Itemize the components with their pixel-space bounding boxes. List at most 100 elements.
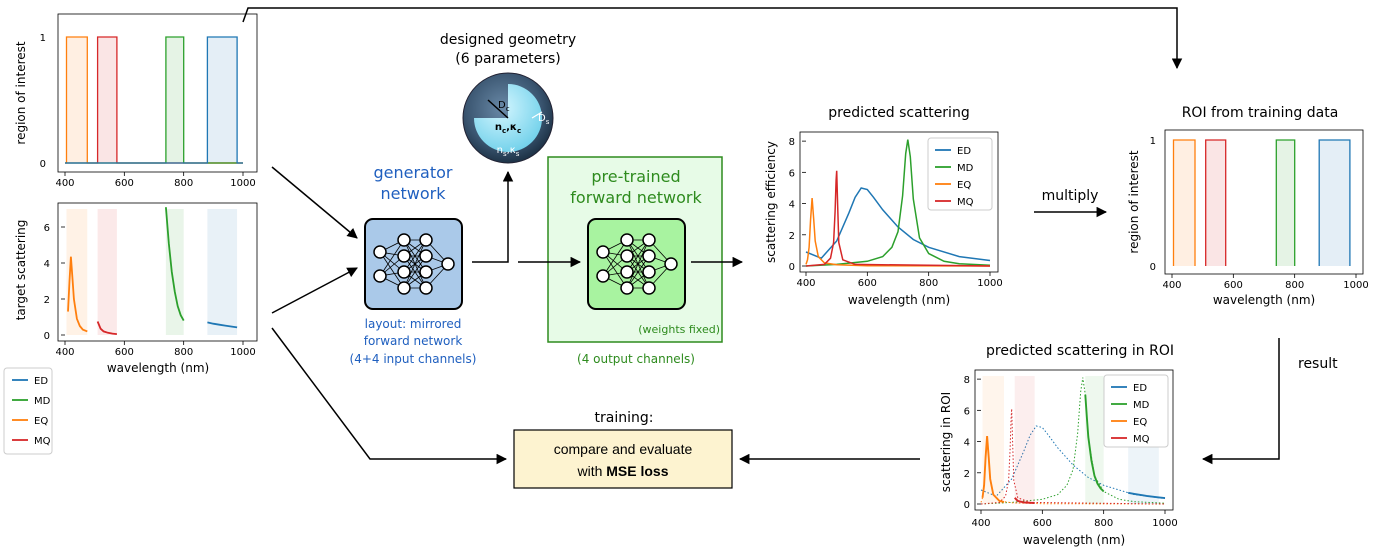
nn-node <box>642 249 656 263</box>
ytick-label: 4 <box>44 259 50 270</box>
series-ed-line <box>207 321 238 329</box>
roi-input-ytick-1: 1 <box>40 33 46 44</box>
roi-train-axes <box>1164 129 1364 275</box>
series-md-line <box>1084 394 1105 493</box>
predicted-xlabel: wavelength (nm) <box>848 293 950 307</box>
legend-label-eq: EQ <box>34 416 48 427</box>
legend-left: ED MD EQ MQ <box>3 367 53 455</box>
generator-box <box>364 218 463 310</box>
roi-pred-ylabel: scattering in ROI <box>939 392 953 492</box>
series-mq-line <box>980 408 1166 505</box>
xtick-label: 1000 <box>1343 280 1368 291</box>
generator-caption-line2: forward network <box>364 334 463 348</box>
roi-pred-band-mq <box>1014 376 1035 504</box>
series-eq-line <box>981 436 1005 504</box>
target-axes <box>57 202 258 342</box>
arrows <box>242 7 1280 465</box>
generator-network: generator network layout: mirrored forwa… <box>350 163 477 366</box>
roi-pred-title: predicted scattering in ROI <box>986 343 1174 359</box>
ytick-label: 2 <box>964 469 970 480</box>
roi-train-ylabel: region of interest <box>1127 150 1141 253</box>
training-box-line2: with MSE loss <box>576 463 668 479</box>
ytick-label: 0 <box>44 331 50 342</box>
ytick-label: 8 <box>964 375 970 386</box>
xtick-label: 600 <box>115 178 134 189</box>
nn-node <box>373 269 387 283</box>
ytick-label: 6 <box>44 223 50 234</box>
xtick-label: 1000 <box>1152 518 1177 529</box>
legend-label-eq: EQ <box>957 180 971 191</box>
xtick-label: 800 <box>919 278 938 289</box>
roi-pred-band-md <box>1085 376 1104 504</box>
xtick-label: 400 <box>55 347 74 358</box>
xtick-label: 400 <box>55 178 74 189</box>
generator-caption-line3: (4+4 input channels) <box>350 352 477 366</box>
series-mq-line <box>96 321 118 335</box>
series-mq-line <box>1014 497 1035 505</box>
generator-caption-line1: layout: mirrored <box>365 317 462 331</box>
roi-fill-md <box>1276 140 1295 266</box>
ytick-label: 6 <box>964 406 970 417</box>
roi-input-ylabel: region of interest <box>14 41 28 144</box>
series-md-line <box>805 139 991 267</box>
ytick-label: 8 <box>789 137 795 148</box>
geometry-Dc-label: Dc <box>498 100 510 113</box>
forward-network: pre-trained forward network (weights fix… <box>547 156 723 366</box>
nn-node <box>397 249 411 263</box>
roi-input-axes <box>57 13 258 173</box>
roi-fill-mq <box>1205 140 1226 266</box>
nn-node <box>419 265 433 279</box>
legend-label-md: MD <box>957 163 974 174</box>
nn-node <box>596 269 610 283</box>
generator-title-line2: network <box>381 184 447 203</box>
nn-node <box>397 265 411 279</box>
xtick-label: 1000 <box>230 178 255 189</box>
legend-label-ed: ED <box>34 376 48 387</box>
legend-label-ed: ED <box>957 146 971 157</box>
forward-title-line2: forward network <box>570 188 702 207</box>
legend-label-mq: MQ <box>957 197 974 208</box>
legend-label-mq: MQ <box>34 436 51 447</box>
multiply-label: multiply <box>1042 188 1099 204</box>
nn-node <box>642 265 656 279</box>
nn-edge <box>602 251 628 289</box>
predicted-plot: predicted scattering scattering efficien… <box>764 105 1003 307</box>
generator-nn-icon <box>373 233 455 295</box>
xtick-label: 600 <box>1033 518 1052 529</box>
series-ed-line <box>980 425 1166 499</box>
legend-label-md: MD <box>34 396 51 407</box>
roi-pred-plot: predicted scattering in ROI scattering i… <box>939 343 1178 547</box>
arrow-result <box>1201 338 1280 465</box>
training-box-line1: compare and evaluate <box>554 441 693 457</box>
forward-nn-icon <box>596 233 678 295</box>
xtick-label: 800 <box>1285 280 1304 291</box>
ytick-label: 6 <box>789 168 795 179</box>
roi-train-plot: ROI from training data region of interes… <box>1127 105 1369 307</box>
xtick-label: 800 <box>1094 518 1113 529</box>
nn-edge <box>379 251 405 289</box>
nn-node <box>642 233 656 247</box>
target-ylabel: target scattering <box>14 220 28 321</box>
roi-pred-xlabel: wavelength (nm) <box>1023 533 1125 547</box>
legend-label-ed: ED <box>1133 383 1147 394</box>
roi-pred-band-eq <box>982 376 1004 504</box>
nn-node <box>664 257 678 271</box>
nn-node <box>620 281 634 295</box>
nn-node <box>419 249 433 263</box>
ytick-label: 2 <box>789 231 795 242</box>
nn-node <box>441 257 455 271</box>
series-ed-line <box>1318 139 1351 266</box>
predicted-ylabel: scattering efficiency <box>764 141 778 263</box>
ytick-label: 0 <box>789 262 795 273</box>
series-md-line <box>980 377 1166 505</box>
series-md-line <box>165 207 185 322</box>
generator-title-line1: generator <box>373 163 452 182</box>
xtick-label: 400 <box>971 518 990 529</box>
nn-node <box>373 245 387 259</box>
training-title: training: <box>595 410 654 426</box>
nn-node <box>596 245 610 259</box>
forward-weights-note: (weights fixed) <box>638 323 720 336</box>
training-box <box>513 429 733 489</box>
